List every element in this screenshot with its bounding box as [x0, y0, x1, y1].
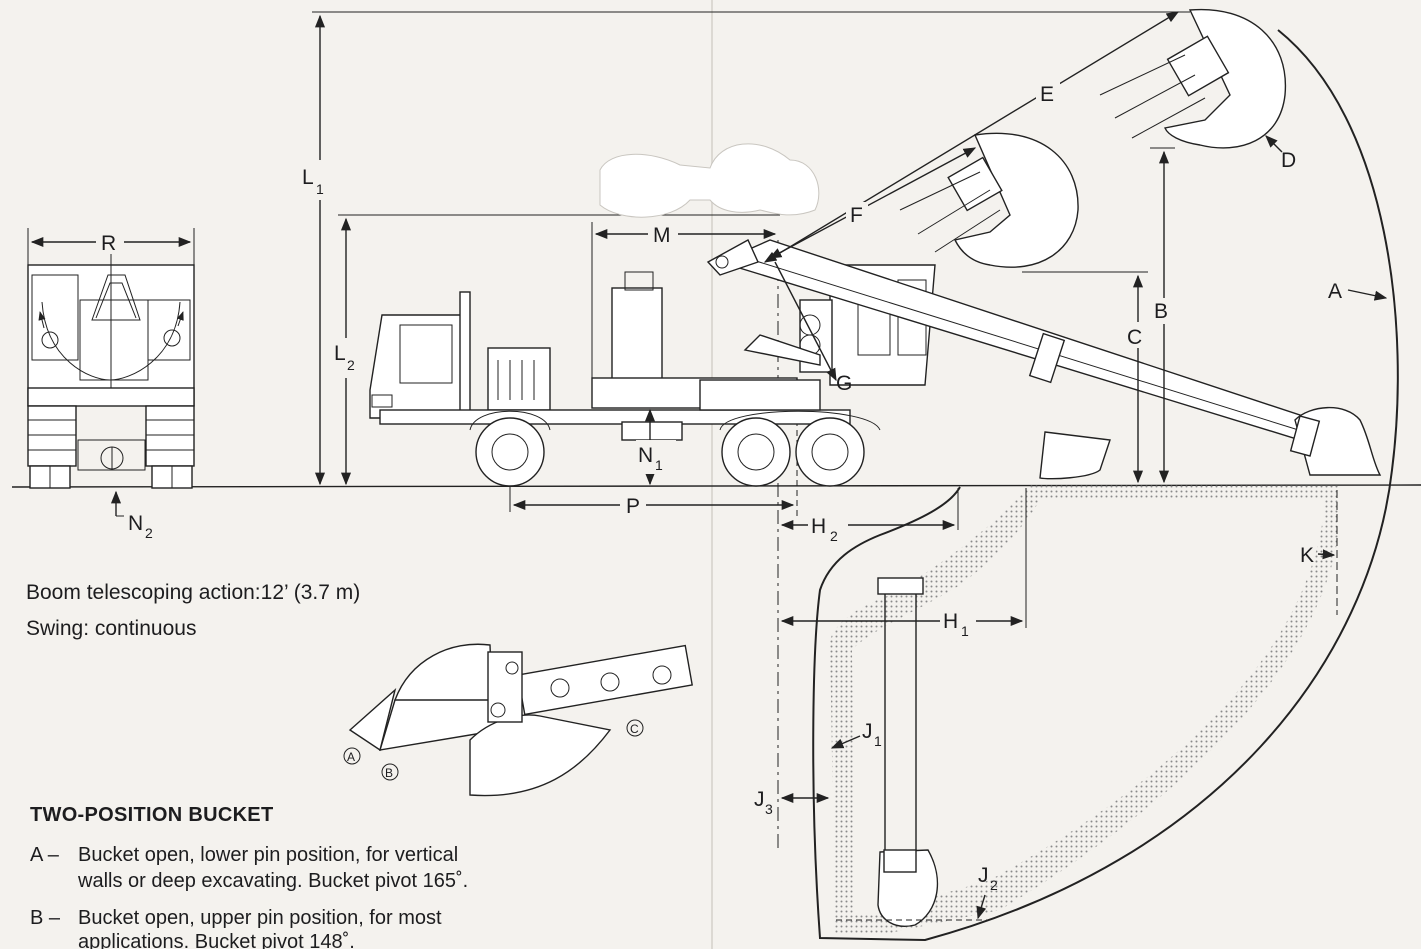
label-j1: J: [862, 720, 873, 743]
label-j3-sub: 3: [765, 801, 773, 817]
paper-tear: [599, 143, 820, 218]
a-arrow: [1347, 289, 1388, 301]
bucket-ground: [1289, 406, 1382, 476]
bucket-item-b-key: B –: [30, 907, 61, 929]
k-arrow: [1317, 549, 1336, 560]
bucket-detail: [348, 643, 693, 797]
bucket-item-a: A – Bucket open, lower pin position, for…: [30, 842, 590, 898]
bucket-label-c: C: [630, 722, 639, 736]
telescoping-note: Boom telescoping action:12’ (3.7 m): [26, 581, 361, 604]
label-a: A: [1328, 280, 1342, 303]
bucket-item-b-line1: Bucket open, upper pin position, for mos…: [78, 907, 442, 929]
j2-arrow: [976, 894, 987, 920]
bucket-item-b: B – Bucket open, upper pin position, for…: [30, 905, 590, 949]
bucket-item-a-key: A –: [30, 844, 59, 866]
bucket-label-b: B: [385, 766, 393, 780]
reach-envelope-arc: [812, 29, 1399, 942]
label-h1-sub: 1: [961, 623, 969, 639]
bucket-item-a-line1: Bucket open, lower pin position, for ver…: [78, 844, 459, 866]
bucket-label-a: A: [347, 750, 355, 764]
f-dimension: [768, 147, 977, 259]
label-j1-sub: 1: [874, 733, 882, 749]
label-h2: H: [811, 515, 826, 538]
label-h1: H: [943, 610, 958, 633]
label-e: E: [1040, 83, 1054, 106]
label-d: D: [1281, 149, 1296, 172]
bucket-raised-middle: [899, 132, 1079, 268]
excavation-pit-inner: [852, 500, 1325, 915]
bucket-item-a-line2: walls or deep excavating. Bucket pivot 1…: [78, 870, 469, 892]
label-m: M: [653, 224, 671, 247]
bucket-pit-edge: [1039, 431, 1111, 480]
label-j2: J: [978, 864, 989, 887]
label-n2-sub: 2: [145, 525, 153, 541]
bucket-label-a-circle: [343, 747, 361, 765]
label-h2-sub: 2: [830, 528, 838, 544]
d-arrow: [1265, 135, 1283, 153]
j1-arrow: [830, 735, 861, 749]
label-f: F: [850, 204, 863, 227]
label-l1: L: [302, 166, 314, 189]
g-arrow: [774, 261, 837, 382]
bucket-item-b-line2: applications. Bucket pivot 148˚.: [78, 931, 355, 949]
bucket-label-c-circle: [626, 719, 644, 737]
bucket-raised-top: [1099, 8, 1287, 149]
label-g: G: [836, 372, 852, 395]
front-view-machine: [27, 250, 195, 489]
label-l2-sub: 2: [347, 357, 355, 373]
e-dimension: [763, 11, 1180, 263]
swing-note: Swing: continuous: [26, 617, 197, 640]
label-n1: N: [638, 444, 653, 467]
bucket-label-b-circle: [381, 763, 399, 781]
bucket-title: TWO-POSITION BUCKET: [30, 804, 274, 826]
bucket-pit-bottom: [877, 577, 939, 927]
label-j2-sub: 2: [990, 877, 998, 893]
label-j3: J: [754, 788, 765, 811]
label-b: B: [1154, 300, 1168, 323]
label-n1-sub: 1: [655, 457, 663, 473]
label-c: C: [1127, 326, 1142, 349]
label-l2: L: [334, 342, 346, 365]
label-r: R: [101, 232, 116, 255]
label-k: K: [1300, 544, 1314, 567]
label-p: P: [626, 495, 640, 518]
label-l1-sub: 1: [316, 181, 324, 197]
label-n2: N: [128, 512, 143, 535]
